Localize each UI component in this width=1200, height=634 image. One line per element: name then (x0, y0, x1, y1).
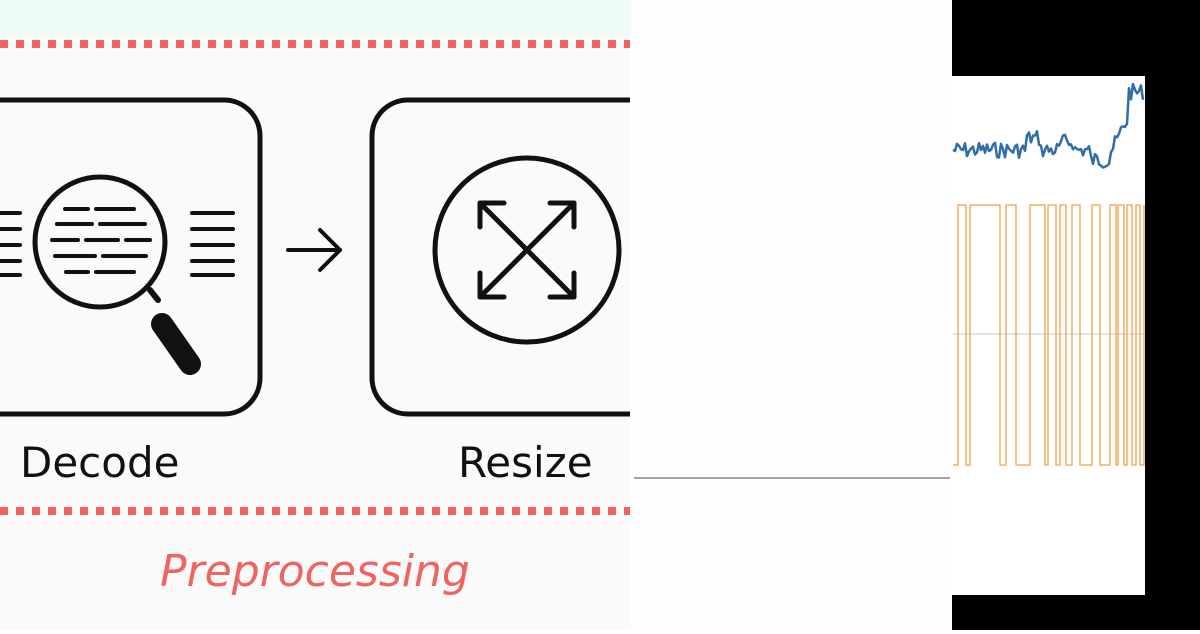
decode-step-box (0, 97, 263, 417)
decode-step-label: Decode (20, 438, 180, 487)
resize-step-label: Resize (458, 438, 593, 487)
magnifier-document-icon (0, 174, 235, 375)
diagram-panel (0, 0, 630, 630)
right-arrow-icon (286, 228, 342, 272)
expand-arrows-icon (432, 155, 622, 345)
resize-step-box (369, 97, 630, 417)
blank-panel (630, 0, 952, 630)
series-line-blue (952, 82, 1145, 169)
top-banner (0, 0, 630, 36)
series-line-orange (953, 204, 1145, 466)
preprocessing-label: Preprocessing (160, 546, 470, 597)
